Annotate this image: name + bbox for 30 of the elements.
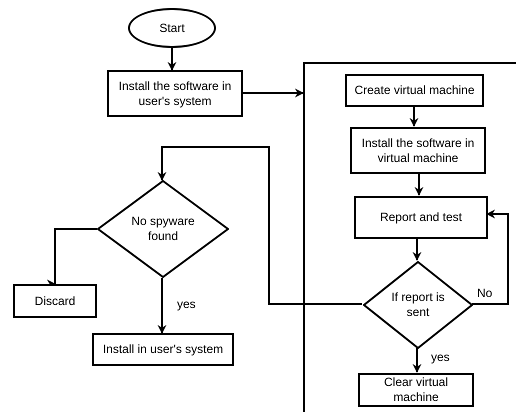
node-label: Start (158, 20, 186, 36)
node-label: Create virtual machine (353, 83, 476, 98)
group-frame (303, 62, 516, 412)
edge-label: No (476, 286, 494, 300)
process-box (107, 70, 243, 117)
node-label: If report is sent (390, 290, 446, 320)
arrow (412, 348, 422, 373)
node-label: Clear virtual machine (382, 375, 450, 405)
process-box (345, 74, 484, 107)
decision-diamond (363, 261, 473, 349)
node-label: Install in user's system (102, 342, 224, 357)
process-box (350, 127, 486, 174)
process-box (358, 373, 474, 407)
arrow (410, 106, 418, 127)
process-box (354, 196, 488, 239)
decision-diamond (97, 180, 229, 278)
arrow (158, 278, 166, 334)
arrow (472, 210, 509, 305)
node-label: Install the software in virtual machine (360, 136, 476, 166)
process-box (13, 284, 97, 318)
arrow (243, 88, 304, 98)
arrow (412, 238, 422, 261)
arrow (168, 48, 176, 71)
node-label: No spyware found (130, 214, 196, 244)
node-label: Report and test (378, 210, 464, 225)
arrow (158, 146, 362, 305)
arrow (414, 173, 424, 196)
process-box (92, 333, 234, 366)
node-label: Discard (34, 294, 76, 308)
node-label: Install the software in user's system (118, 78, 232, 108)
